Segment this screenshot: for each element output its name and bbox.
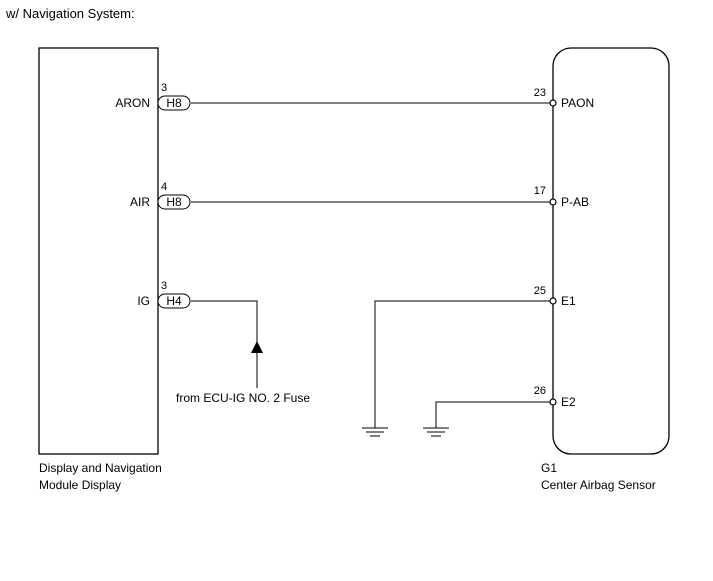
pin-terminal-icon bbox=[549, 198, 557, 206]
left-component-name-line1: Display and Navigation bbox=[39, 461, 162, 475]
connector-code: H8 bbox=[166, 195, 182, 209]
pin-signal-label: E2 bbox=[561, 395, 576, 409]
pin-terminal-icon bbox=[549, 398, 557, 406]
pin-signal-label: AIR bbox=[130, 195, 150, 209]
right-pin-e1: 25 E1 bbox=[534, 285, 576, 308]
wire-e2-ground bbox=[435, 401, 550, 428]
pin-signal-label: PAON bbox=[561, 96, 594, 110]
pin-terminal-icon bbox=[549, 99, 557, 107]
right-pin-pab: 17 P-AB bbox=[534, 185, 589, 209]
left-pin-ig: IG 3 H4 bbox=[137, 280, 191, 309]
pin-terminal-icon bbox=[549, 297, 557, 305]
pin-signal-label: E1 bbox=[561, 294, 576, 308]
pin-number: 25 bbox=[534, 285, 546, 297]
right-component-name: Center Airbag Sensor bbox=[541, 478, 656, 492]
pin-signal-label: IG bbox=[137, 294, 150, 308]
connector-tag bbox=[157, 95, 191, 111]
pin-signal-label: ARON bbox=[115, 96, 150, 110]
diagram-heading: w/ Navigation System: bbox=[5, 6, 135, 21]
display-navigation-module-box bbox=[38, 47, 159, 455]
pin-signal-label: P-AB bbox=[561, 195, 589, 209]
fuse-note: from ECU-IG NO. 2 Fuse bbox=[176, 391, 310, 405]
wire-ig-fuse bbox=[191, 300, 258, 388]
supply-arrow-icon bbox=[251, 341, 263, 353]
pin-number: 23 bbox=[534, 87, 546, 99]
right-pin-paon: 23 PAON bbox=[534, 87, 594, 110]
wire-e1-ground bbox=[374, 300, 550, 428]
connector-code: H4 bbox=[166, 294, 182, 308]
right-pin-e2: 26 E2 bbox=[534, 385, 576, 409]
left-pin-air: AIR 4 H8 bbox=[130, 181, 191, 210]
center-airbag-sensor-box bbox=[552, 47, 670, 455]
pin-number: 26 bbox=[534, 385, 546, 397]
connector-tag bbox=[157, 194, 191, 210]
left-component-name-line2: Module Display bbox=[39, 478, 121, 492]
pin-number: 3 bbox=[161, 280, 167, 292]
ground-symbol-icon bbox=[423, 427, 449, 437]
left-pin-aron: ARON 3 H8 bbox=[115, 82, 191, 111]
pin-number: 4 bbox=[161, 181, 167, 193]
connector-code: H8 bbox=[166, 96, 182, 110]
connector-tag bbox=[157, 293, 191, 309]
right-component-code: G1 bbox=[541, 461, 557, 475]
pin-number: 3 bbox=[161, 82, 167, 94]
pin-number: 17 bbox=[534, 185, 546, 197]
ground-symbol-icon bbox=[362, 427, 388, 437]
